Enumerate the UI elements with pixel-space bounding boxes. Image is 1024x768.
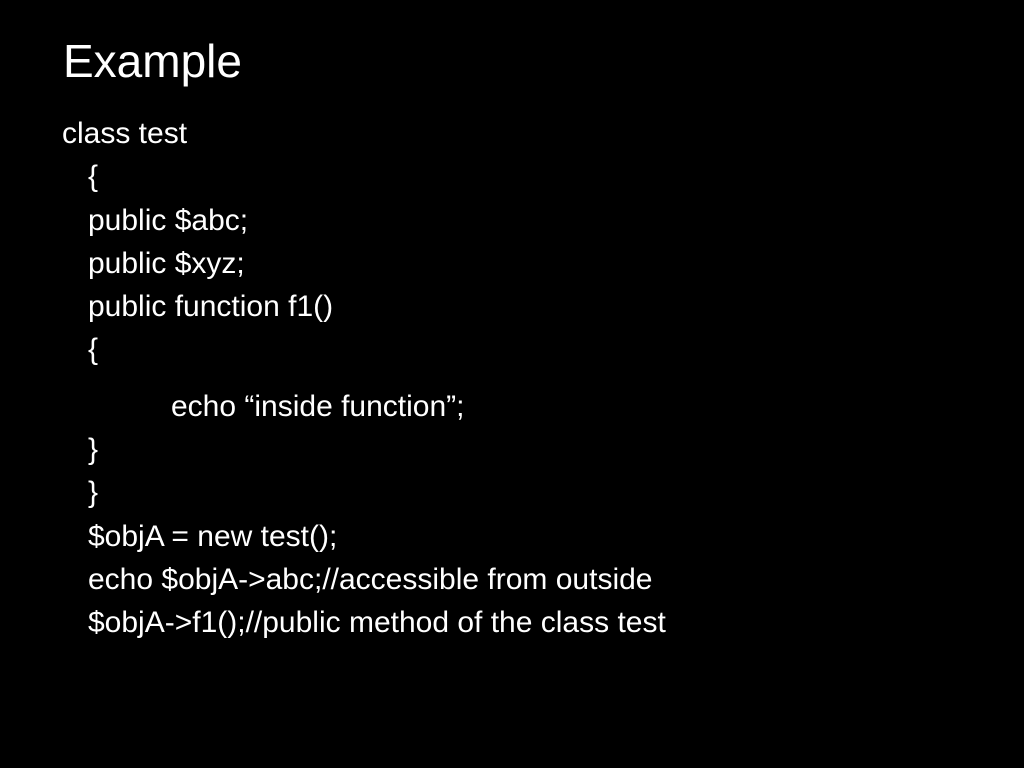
- code-line-echo-property: echo $objA->abc;//accessible from outsid…: [88, 563, 653, 596]
- code-line-echo-statement: echo “inside function”;: [171, 390, 465, 423]
- code-line-function-declaration: public function f1(): [88, 290, 334, 323]
- code-line-instantiation: $objA = new test();: [88, 520, 338, 553]
- slide-title: Example: [63, 35, 242, 87]
- code-line-class-open-brace: {: [88, 160, 99, 193]
- code-line-class-declaration: class test: [62, 117, 188, 150]
- code-line-method-call: $objA->f1();//public method of the class…: [88, 606, 666, 639]
- code-line-function-open-brace: {: [88, 333, 99, 366]
- code-line-property-xyz: public $xyz;: [88, 247, 245, 280]
- code-line-function-close-brace: }: [88, 433, 99, 466]
- code-line-property-abc: public $abc;: [88, 204, 249, 237]
- code-line-class-close-brace: }: [88, 476, 99, 509]
